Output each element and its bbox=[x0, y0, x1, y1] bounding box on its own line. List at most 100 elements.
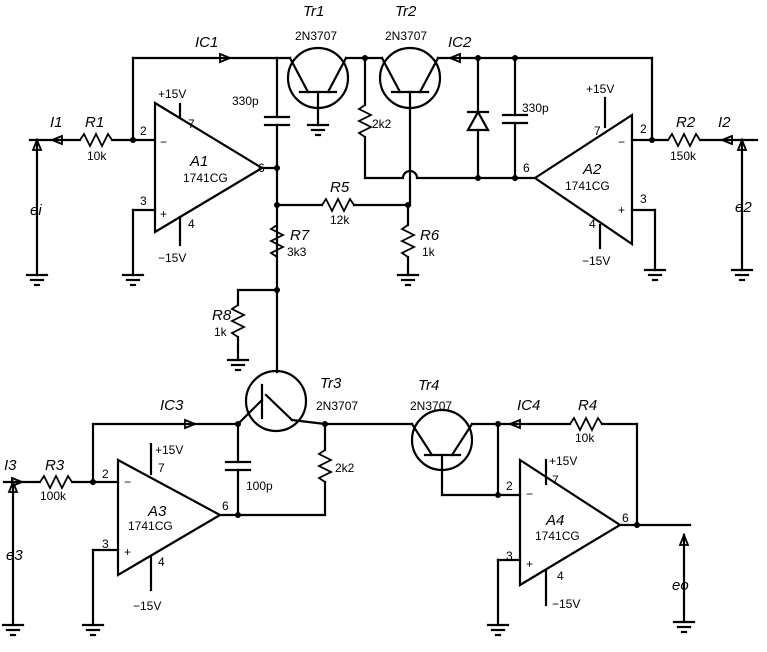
opamp-a2-pin2: 2 bbox=[640, 122, 647, 136]
opamp-a1-plus-sign: + bbox=[160, 207, 167, 221]
opamp-a2-label: A2 bbox=[582, 161, 602, 178]
opamp-a3-part: 1741CG bbox=[128, 519, 173, 533]
opamp-a1-vpos: +15V bbox=[158, 87, 186, 101]
ground-ei-icon bbox=[25, 273, 49, 287]
transistor-tr1-part: 2N3707 bbox=[295, 29, 337, 43]
opamp-a4-pin2: 2 bbox=[506, 479, 513, 493]
resistor-r4-value: 10k bbox=[575, 431, 595, 445]
opamp-a2-minus-sign: − bbox=[618, 135, 625, 149]
current-ic2-label: IC2 bbox=[448, 34, 472, 51]
capacitor-c1-value: 330p bbox=[232, 94, 259, 108]
capacitor-c1 bbox=[263, 115, 291, 127]
capacitor-c3 bbox=[224, 460, 252, 472]
transistor-tr2-part: 2N3707 bbox=[385, 29, 427, 43]
resistor-r1-value: 10k bbox=[87, 149, 107, 163]
opamp-a4-pin4: 4 bbox=[557, 569, 564, 583]
opamp-a1-label: A1 bbox=[189, 153, 208, 170]
opamp-a2-part: 1741CG bbox=[565, 179, 610, 193]
ground-a2-icon bbox=[643, 268, 667, 282]
opamp-a3-label: A3 bbox=[147, 503, 167, 520]
opamp-a3-vneg: −15V bbox=[133, 599, 161, 613]
opamp-a4-vneg: −15V bbox=[552, 597, 580, 611]
ground-eo-icon bbox=[672, 620, 696, 634]
opamp-a2-vneg: −15V bbox=[582, 254, 610, 268]
current-ic3-label: IC3 bbox=[160, 397, 184, 414]
resistor-r5 bbox=[321, 196, 355, 214]
resistor-r5-value: 12k bbox=[330, 213, 350, 227]
resistor-r8-label: R8 bbox=[212, 307, 232, 324]
resistor-r1 bbox=[79, 131, 113, 149]
opamp-a3-pin2: 2 bbox=[102, 467, 109, 481]
resistor-r3-label: R3 bbox=[45, 457, 65, 474]
opamp-a1-part: 1741CG bbox=[183, 171, 228, 185]
resistor-r6-label: R6 bbox=[420, 227, 440, 244]
resistor-r1-label: R1 bbox=[85, 114, 104, 131]
opamp-a3-plus-sign: + bbox=[124, 545, 131, 559]
resistor-tr2-bias bbox=[356, 104, 374, 138]
opamp-a3: A3 1741CG − + 2 3 7 4 6 +15V −15V bbox=[102, 442, 229, 613]
resistor-tr3-bias-value: 2k2 bbox=[335, 461, 355, 475]
current-i2-label: I2 bbox=[718, 114, 731, 131]
ground-a4-icon bbox=[486, 623, 510, 637]
transistor-tr1: Tr1 2N3707 bbox=[286, 3, 350, 127]
capacitor-c2 bbox=[501, 113, 529, 125]
current-ic4-label: IC4 bbox=[517, 397, 540, 414]
opamp-a3-pin3: 3 bbox=[102, 537, 109, 551]
signal-eo: eo bbox=[672, 577, 689, 594]
opamp-a1-pin4: 4 bbox=[188, 217, 195, 231]
opamp-a1-minus-sign: − bbox=[160, 135, 167, 149]
transistor-tr3-label: Tr3 bbox=[320, 375, 342, 392]
opamp-a4-pin3: 3 bbox=[506, 549, 513, 563]
opamp-a4-plus-sign: + bbox=[526, 557, 533, 571]
opamp-a4-minus-sign: − bbox=[526, 487, 533, 501]
resistor-r2-value: 150k bbox=[670, 149, 697, 163]
opamp-a4-pin7: 7 bbox=[552, 473, 559, 487]
opamp-a4-vpos: +15V bbox=[549, 454, 577, 468]
resistor-r2-label: R2 bbox=[676, 114, 696, 131]
opamp-a4-label: A4 bbox=[545, 512, 564, 529]
transistor-tr4-label: Tr4 bbox=[418, 377, 439, 394]
capacitor-c2-value: 330p bbox=[522, 101, 549, 115]
transistor-tr2-label: Tr2 bbox=[395, 3, 417, 20]
diode-icon bbox=[466, 56, 490, 180]
resistor-r6-value: 1k bbox=[422, 245, 436, 259]
opamp-a2-plus-sign: + bbox=[618, 203, 625, 217]
opamp-a3-pin7: 7 bbox=[158, 461, 165, 475]
opamp-a2-pin4: 4 bbox=[589, 217, 596, 231]
transistor-tr4: Tr4 2N3707 bbox=[410, 377, 474, 497]
opamp-a2-pin3: 3 bbox=[640, 192, 647, 206]
opamp-a3-pin6: 6 bbox=[222, 499, 229, 513]
ground-r6-icon bbox=[396, 273, 420, 287]
signal-ei: ei bbox=[30, 202, 42, 219]
ground-e3-icon bbox=[1, 623, 25, 637]
ground-tr1-icon bbox=[306, 123, 330, 137]
opamp-a1-vneg: −15V bbox=[158, 251, 186, 265]
resistor-r3 bbox=[39, 473, 73, 491]
ground-a1-icon bbox=[121, 273, 145, 287]
resistor-r2 bbox=[667, 131, 701, 149]
resistor-tr3-bias bbox=[316, 449, 334, 483]
opamp-a1-pin2: 2 bbox=[140, 124, 147, 138]
resistor-r7-value: 3k3 bbox=[287, 245, 307, 259]
resistor-r6 bbox=[399, 224, 417, 258]
resistor-r5-label: R5 bbox=[330, 179, 350, 196]
opamp-a3-vpos: +15V bbox=[155, 443, 183, 457]
transistor-tr4-part: 2N3707 bbox=[410, 399, 452, 413]
resistor-r8 bbox=[229, 304, 247, 338]
transistor-tr2: Tr2 2N3707 bbox=[378, 3, 442, 207]
opamp-a1: A1 1741CG − + 2 3 7 4 6 +15V −15V bbox=[140, 87, 265, 265]
transistor-tr3-part: 2N3707 bbox=[316, 399, 358, 413]
current-i1-label: I1 bbox=[50, 114, 63, 131]
resistor-tr2-bias-value: 2k2 bbox=[372, 117, 392, 131]
resistor-r3-value: 100k bbox=[40, 489, 67, 503]
opamp-a3-pin4: 4 bbox=[158, 555, 165, 569]
opamp-a4-pin6: 6 bbox=[622, 511, 629, 525]
opamp-a3-minus-sign: − bbox=[124, 475, 131, 489]
capacitor-c3-value: 100p bbox=[246, 479, 273, 493]
signal-e2: e2 bbox=[735, 199, 752, 216]
transistor-tr3: Tr3 2N3707 bbox=[236, 288, 358, 433]
opamp-a4-part: 1741CG bbox=[535, 529, 580, 543]
opamp-a1-pin3: 3 bbox=[140, 194, 147, 208]
signal-e3: e3 bbox=[6, 547, 23, 564]
